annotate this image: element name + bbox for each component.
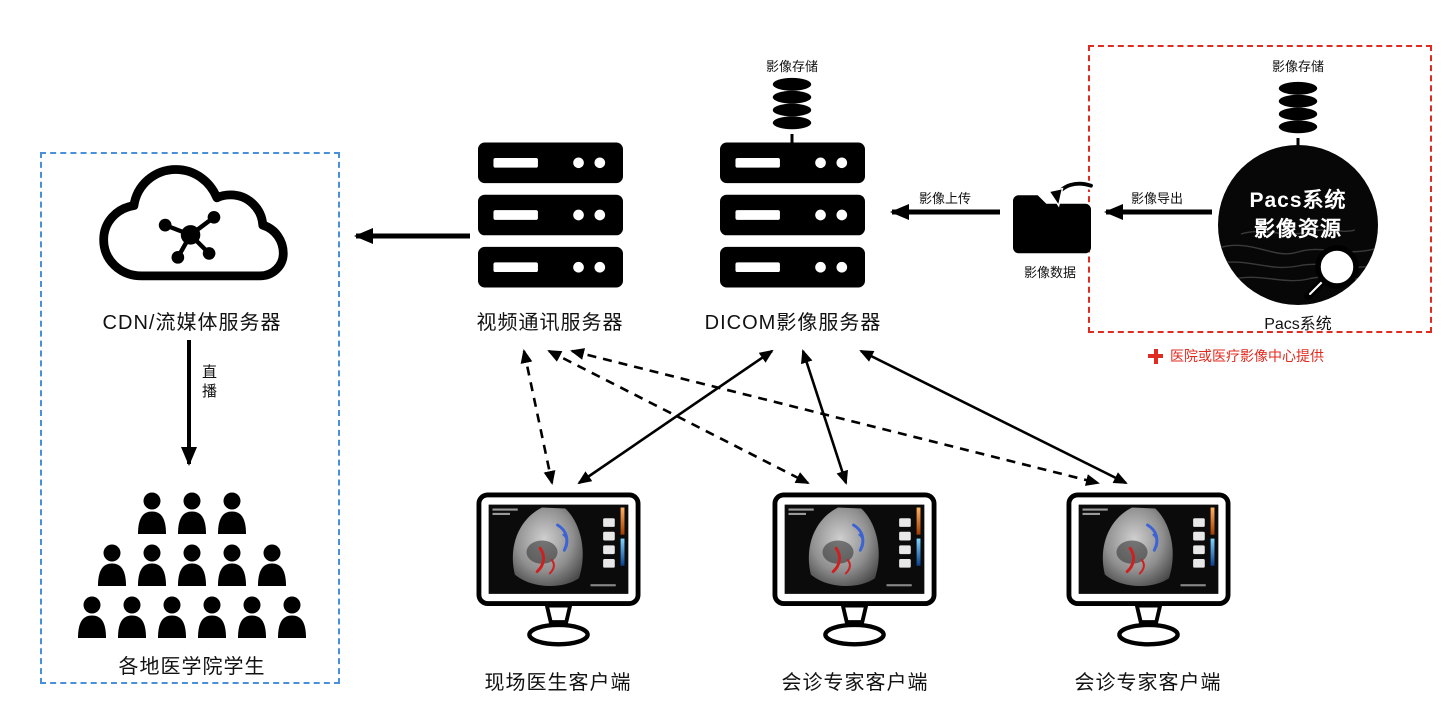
pacs-storage-icon [1278,81,1318,134]
provider-note-text: 医院或医疗影像中心提供 [1170,348,1324,364]
video-server-icon [478,142,623,288]
dicom-server-icon [720,142,865,288]
network-node-icon [158,210,221,264]
cdn-server-label: CDN/流媒体服务器 [102,312,282,334]
video-server-label: 视频通讯服务器 [476,312,624,334]
client-monitor-3 [1066,492,1231,655]
students-icon [78,492,306,638]
client-monitor-2 [772,492,937,655]
cdn-students-region [40,152,340,684]
client-label-2: 会诊专家客户端 [781,672,929,694]
pacs-caption: Pacs系统 [1264,316,1332,333]
client-monitor-1 [476,492,641,655]
upload-arrow-label: 影像上传 [918,191,972,206]
plus-icon [1148,348,1163,364]
students-label: 各地医学院学生 [118,656,266,678]
export-arrow-label: 影像导出 [1130,191,1184,206]
magnifier-icon [1304,245,1359,300]
client-label-3: 会诊专家客户端 [1074,672,1222,694]
dicom-storage-label: 影像存储 [765,59,819,74]
cdn-cloud-icon [99,165,288,281]
pacs-storage-label: 影像存储 [1271,59,1325,74]
live-label: 直播 [200,364,217,402]
dicom-storage-icon [772,77,812,130]
pacs-circle-icon [1218,145,1378,305]
image-data-label: 影像数据 [1023,265,1077,280]
provider-note: 医院或医疗影像中心提供 [1148,346,1324,366]
client-label-1: 现场医生客户端 [484,672,632,694]
folder-import-icon [1013,180,1096,254]
dicom-server-label: DICOM影像服务器 [704,312,882,334]
